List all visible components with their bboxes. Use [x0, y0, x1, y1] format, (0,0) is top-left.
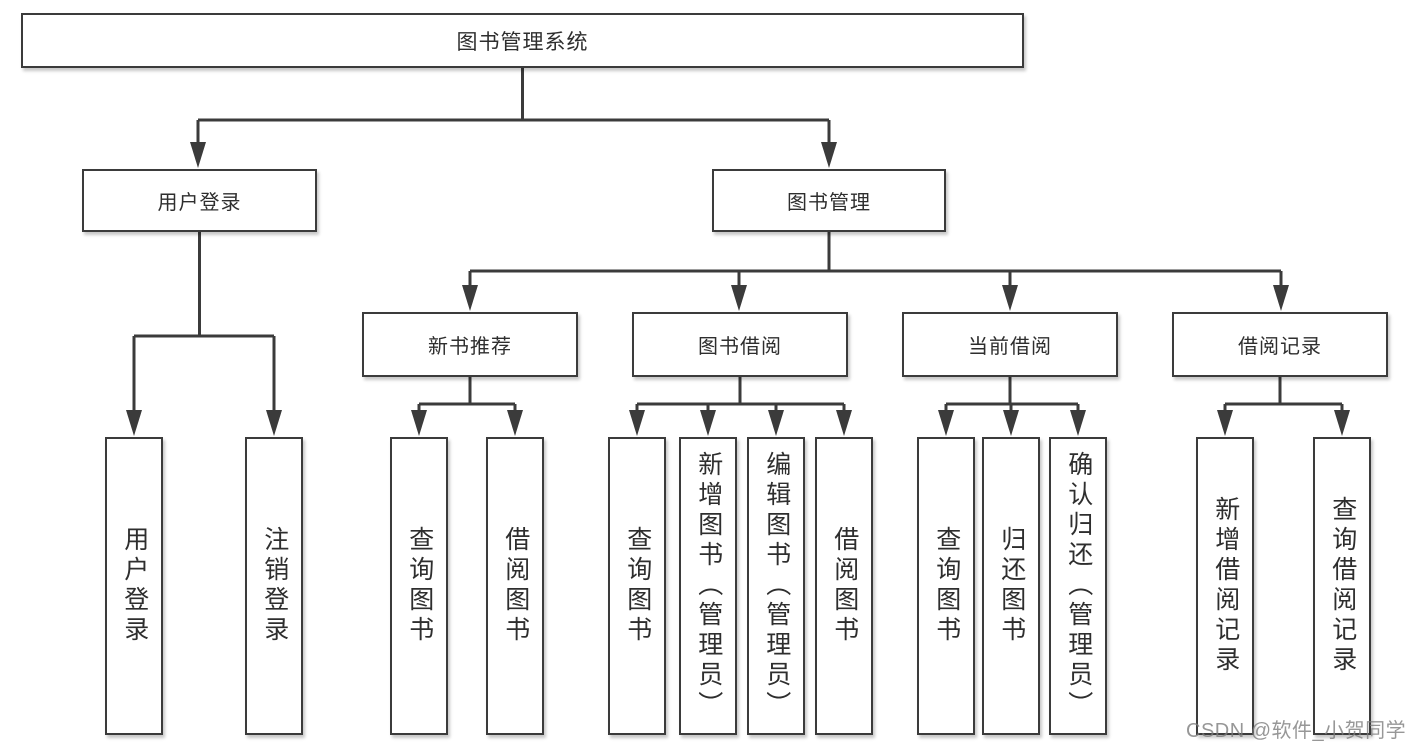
connector-root-to-level2	[190, 68, 837, 168]
connector-user-login-children	[126, 232, 282, 436]
leaf-add-books-admin: 新增图书（管理员）	[679, 437, 737, 735]
connector-book-mgmt-to-level3	[462, 232, 1289, 311]
leaf-borrow-books-recommend: 借阅图书	[486, 437, 544, 735]
node-book-management: 图书管理	[712, 169, 946, 232]
connector-records-children	[1217, 377, 1350, 436]
leaf-query-books-recommend: 查询图书	[390, 437, 448, 735]
leaf-add-borrow-record: 新增借阅记录	[1196, 437, 1254, 735]
node-borrow-records: 借阅记录	[1172, 312, 1388, 377]
node-current-borrow: 当前借阅	[902, 312, 1118, 377]
node-root: 图书管理系统	[21, 13, 1024, 68]
leaf-borrow-books: 借阅图书	[815, 437, 873, 735]
leaf-confirm-return-admin: 确认归还（管理员）	[1049, 437, 1107, 735]
node-new-book-recommend: 新书推荐	[362, 312, 578, 377]
leaf-edit-books-admin: 编辑图书（管理员）	[747, 437, 805, 735]
node-user-login: 用户登录	[82, 169, 317, 232]
connector-borrow-children	[629, 377, 852, 436]
node-book-borrow: 图书借阅	[632, 312, 848, 377]
connector-new-book-children	[411, 377, 523, 436]
leaf-query-books-borrow: 查询图书	[608, 437, 666, 735]
leaf-user-login: 用户登录	[105, 437, 163, 735]
csdn-watermark: CSDN @软件_小贺同学	[1186, 720, 1405, 742]
leaf-return-books: 归还图书	[982, 437, 1040, 735]
leaf-query-borrow-record: 查询借阅记录	[1313, 437, 1371, 735]
connector-current-children	[938, 377, 1086, 436]
leaf-query-books-current: 查询图书	[917, 437, 975, 735]
leaf-logout-login: 注销登录	[245, 437, 303, 735]
